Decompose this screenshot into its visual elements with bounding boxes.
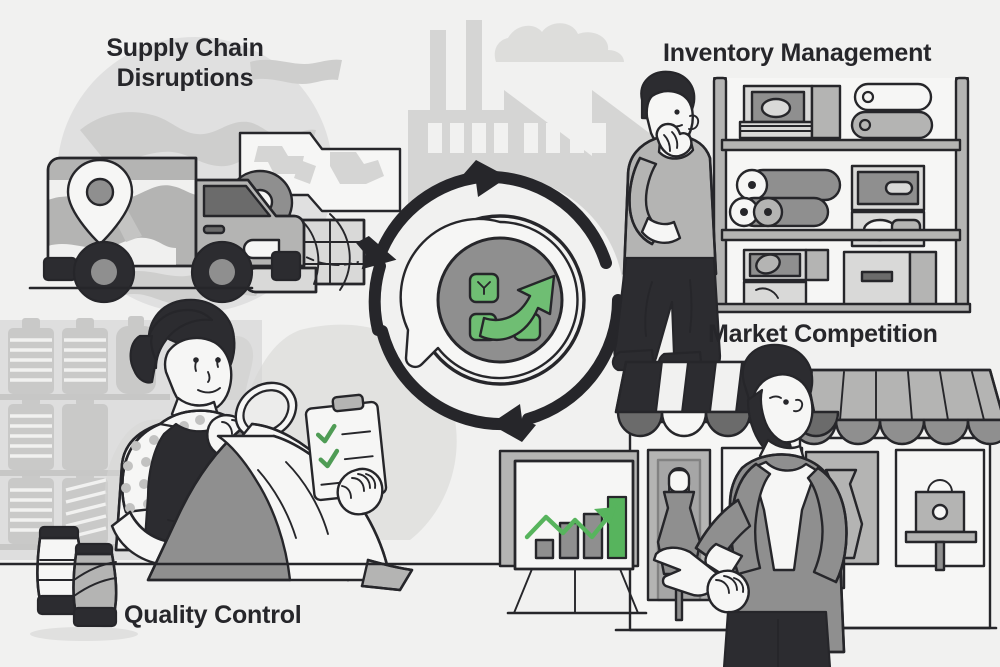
growth-arrow [524,504,619,540]
bearded-man-pointing [652,343,848,667]
delivery-truck [28,156,306,304]
label-supply-chain-disruptions: Supply Chain Disruptions [106,34,264,92]
shelf-items-top [738,82,934,140]
handbag-display [904,479,978,572]
clenched-hand [706,569,750,614]
label-quality-control: Quality Control [124,601,302,629]
hand-right [336,467,384,516]
label-inventory-management: Inventory Management [663,39,932,67]
bar-chart [524,495,628,560]
cycle-arrows [368,171,624,431]
clipboard-checklist [304,393,388,516]
thread-spools [30,525,138,641]
growth-network-icon [468,272,556,342]
center-cycle-diagram [355,160,624,442]
fabric-drape [146,422,414,592]
presentation-board [498,449,648,615]
storage-rack [712,76,972,314]
market-competition-scene [498,343,1000,667]
cycle-arrowheads [355,160,536,442]
location-pin-icon [66,158,134,246]
thinking-man [611,70,722,380]
label-market-competition: Market Competition [708,320,938,348]
